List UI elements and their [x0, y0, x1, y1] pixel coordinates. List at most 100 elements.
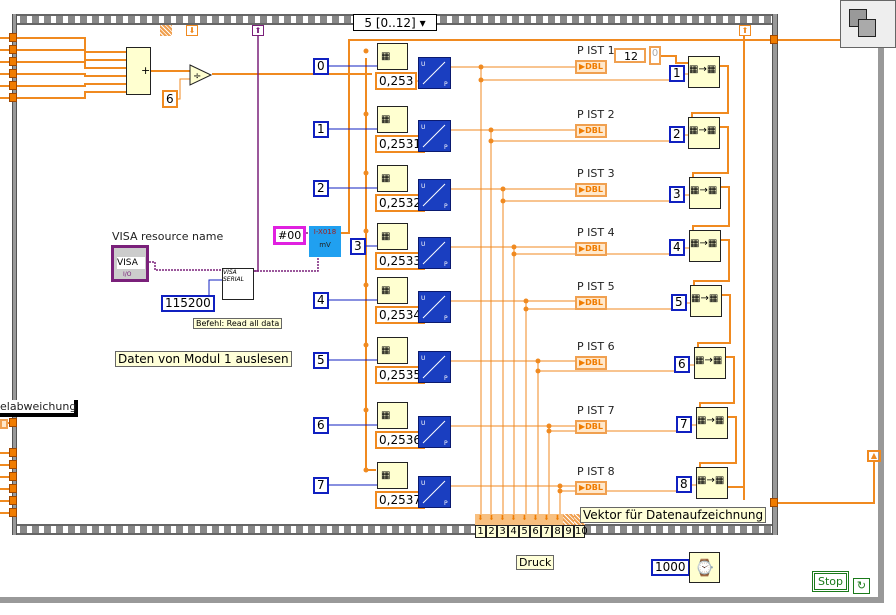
array-init-constant[interactable]: 0	[649, 46, 661, 65]
input-tunnel[interactable]	[9, 45, 17, 54]
visa-configure-serial-node[interactable]: VISA SERIAL	[222, 268, 254, 300]
input-tunnel[interactable]	[9, 472, 17, 481]
pressure-indicator[interactable]: ▶DBL	[575, 481, 607, 495]
bundle-element[interactable]: 9	[563, 514, 574, 542]
replace-index-constant[interactable]: 6	[674, 356, 690, 373]
replace-index-constant[interactable]: 4	[669, 239, 685, 256]
pressure-indicator[interactable]: ▶DBL	[575, 183, 607, 197]
scale-constant[interactable]: 0,253	[375, 72, 418, 90]
replace-array-subset-node[interactable]: ▦→▦	[689, 177, 721, 209]
bundle-element[interactable]: ⬇5	[519, 514, 530, 542]
output-tunnel[interactable]	[770, 498, 778, 507]
shift-register-up-icon[interactable]: ▲	[867, 450, 881, 462]
index-constant[interactable]: 3	[350, 238, 366, 255]
replace-index-constant[interactable]: 1	[669, 65, 685, 82]
bundle-element[interactable]: ⬇4	[508, 514, 519, 542]
pressure-indicator[interactable]: ▶DBL	[575, 60, 607, 74]
replace-index-constant[interactable]: 2	[669, 126, 685, 143]
index-constant[interactable]: 6	[313, 417, 329, 434]
input-tunnel[interactable]	[9, 81, 17, 90]
deviation-terminal[interactable]	[0, 419, 8, 429]
input-tunnel[interactable]	[9, 33, 17, 42]
case-selector[interactable]: 5 [0..12] ▾	[353, 14, 437, 31]
index-array-node[interactable]: ▦	[377, 43, 408, 70]
index-array-node[interactable]: ▦	[377, 402, 408, 429]
bundle-element[interactable]: ⬇8	[552, 514, 563, 542]
address-constant[interactable]: #00	[273, 226, 307, 245]
replace-index-constant[interactable]: 7	[676, 416, 692, 433]
bundle-element[interactable]: ⬇3	[497, 514, 508, 542]
wait-ms-icon[interactable]: ⌚	[689, 552, 720, 583]
index-constant[interactable]: 7	[313, 477, 329, 494]
input-tunnel[interactable]	[9, 484, 17, 493]
index-array-node[interactable]: ▦	[377, 277, 408, 304]
replace-array-subset-node[interactable]: ▦→▦	[696, 407, 728, 439]
bundle-element[interactable]: ⬇1	[475, 514, 486, 542]
divide-node[interactable]: ÷	[189, 64, 213, 86]
replace-array-subset-node[interactable]: ▦→▦	[689, 230, 721, 262]
scale-constant[interactable]: 0,2532	[375, 194, 425, 212]
sequence-local-down-arrow-icon[interactable]: ⬇	[186, 25, 198, 36]
wait-ms-constant[interactable]: 1000	[651, 559, 690, 576]
replace-array-subset-node[interactable]: ▦→▦	[688, 117, 720, 149]
input-tunnel[interactable]	[9, 57, 17, 66]
input-tunnel[interactable]	[9, 508, 17, 517]
bundle-element[interactable]: ⬇7	[541, 514, 552, 542]
input-tunnel[interactable]	[9, 418, 17, 427]
input-tunnel[interactable]	[9, 69, 17, 78]
input-tunnel[interactable]	[9, 460, 17, 469]
input-tunnel[interactable]	[9, 93, 17, 102]
replace-array-subset-node[interactable]: ▦→▦	[694, 347, 726, 379]
replace-array-subset-node[interactable]: ▦→▦	[690, 285, 722, 317]
bundle-element[interactable]: ⬇2	[486, 514, 497, 542]
scale-constant[interactable]: 0,2537	[375, 491, 425, 509]
sequence-local-up-arrow-icon-right[interactable]: ⬆	[739, 25, 751, 36]
loop-condition-icon[interactable]: ↻	[853, 578, 870, 594]
scale-constant[interactable]: 0,2531	[375, 135, 425, 153]
bundle-element[interactable]: 10	[574, 514, 588, 542]
pressure-indicator[interactable]: ▶DBL	[575, 124, 607, 138]
index-constant[interactable]: 0	[313, 58, 329, 75]
compound-add-node[interactable]: +	[126, 47, 151, 95]
replace-array-subset-node[interactable]: ▦→▦	[688, 56, 720, 88]
visa-resource-control[interactable]: VISA I/O	[111, 245, 149, 282]
replace-array-subset-node[interactable]: ▦→▦	[696, 467, 728, 499]
index-constant[interactable]: 5	[313, 352, 329, 369]
index-constant[interactable]: 4	[313, 292, 329, 309]
module-subvi[interactable]: I-X018 mV	[309, 226, 341, 257]
index-array-node[interactable]: ▦	[377, 165, 408, 192]
sequence-local-up-arrow-icon[interactable]: ⬆	[252, 25, 264, 36]
index-array-node[interactable]: ▦	[377, 223, 408, 250]
array-icon: ▦	[381, 173, 391, 184]
bundle-element[interactable]: ⬇6	[530, 514, 541, 542]
index-constant[interactable]: 2	[313, 180, 329, 197]
index-array-node[interactable]: ▦	[377, 106, 408, 133]
array-size-control[interactable]: 12	[614, 48, 646, 63]
divisor-constant[interactable]: 6	[162, 90, 178, 108]
index-constant[interactable]: 1	[313, 121, 329, 138]
sequence-frame-left	[12, 14, 17, 535]
replace-index-constant[interactable]: 8	[676, 476, 692, 493]
replace-index-constant[interactable]: 5	[671, 294, 687, 311]
pressure-indicator[interactable]: ▶DBL	[575, 242, 607, 256]
replace-index-constant[interactable]: 3	[669, 186, 685, 203]
output-tunnel[interactable]	[770, 35, 778, 44]
index-array-node[interactable]: ▦	[377, 337, 408, 364]
input-tunnel[interactable]	[9, 448, 17, 457]
pressure-indicator[interactable]: ▶DBL	[575, 296, 607, 310]
index-array-node[interactable]: ▦	[377, 462, 408, 489]
pressure-indicator[interactable]: ▶DBL	[575, 420, 607, 434]
baud-rate-constant[interactable]: 115200	[161, 295, 215, 312]
input-tunnel[interactable]	[9, 496, 17, 505]
pressure-indicator[interactable]: ▶DBL	[575, 356, 607, 370]
scale-constant[interactable]: 0,2533	[375, 252, 425, 270]
stop-button[interactable]: Stop	[812, 571, 850, 592]
